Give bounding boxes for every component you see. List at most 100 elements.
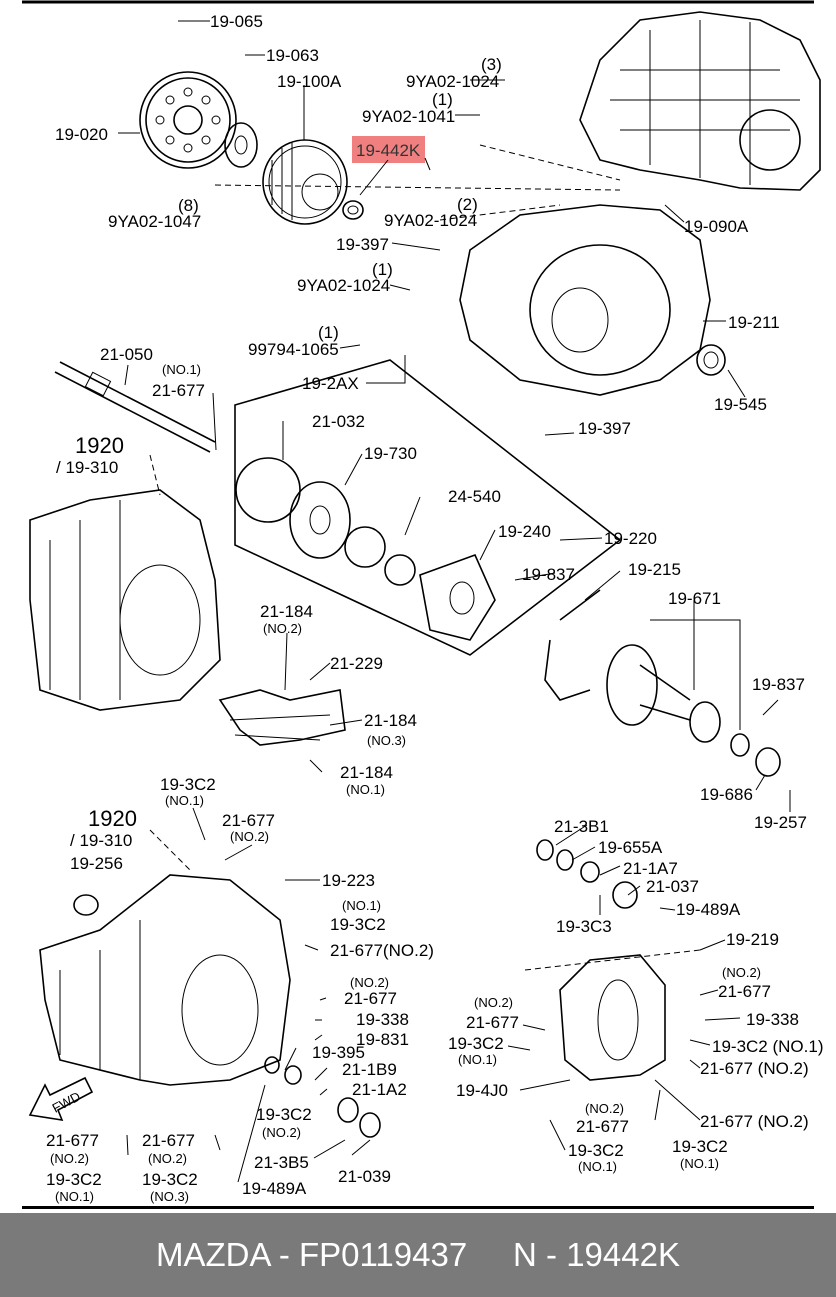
label: 19-397 (578, 419, 631, 438)
label: 21-050 (100, 345, 153, 364)
label: 21-677 (576, 1117, 629, 1136)
label: 19-3C2 (672, 1137, 728, 1156)
label: 19-831 (356, 1030, 409, 1049)
label: 9YA02-1024 (297, 276, 390, 295)
flywheel-drawing (139, 71, 237, 169)
label: 21-677 (344, 989, 397, 1008)
label: 19-395 (312, 1043, 365, 1062)
label: 19-837 (522, 565, 575, 584)
label: 9YA02-1041 (362, 107, 455, 126)
label: 21-3B1 (554, 817, 609, 836)
label: 21-677 (718, 982, 771, 1001)
label: (NO.1) (342, 898, 381, 913)
label: 19-215 (628, 560, 681, 579)
label: (1) (318, 323, 339, 342)
part-labels: 19-065 19-063 19-020 19-100A (3) 9YA02-1… (46, 12, 823, 1204)
label: 21-3B5 (254, 1153, 309, 1172)
label: 19-3C2 (142, 1170, 198, 1189)
label: 19-256 (70, 854, 123, 873)
label: 19-3C2 (160, 775, 216, 794)
highlight-box (352, 136, 425, 163)
label: 19-489A (676, 900, 741, 919)
label: 19-240 (498, 522, 551, 541)
label: (8) (178, 196, 199, 215)
label: 24-540 (448, 487, 501, 506)
label: (NO.2) (50, 1151, 89, 1166)
gear-assembly-drawing (544, 589, 781, 777)
label: 19-090A (684, 217, 749, 236)
shaft-drawing (54, 361, 216, 453)
label: (NO.2) (263, 621, 302, 636)
label: 19-223 (322, 871, 375, 890)
label: (NO.1) (680, 1156, 719, 1171)
parts-diagram: 19-065 19-063 19-020 19-100A (3) 9YA02-1… (22, 0, 823, 1204)
label: 21-677(NO.2) (330, 941, 434, 960)
label: (NO.3) (367, 733, 406, 748)
label: (3) (481, 55, 502, 74)
seal-drawing (342, 200, 364, 220)
label: 19-3C2 (330, 915, 386, 934)
label: 19-397 (336, 235, 389, 254)
highlighted-part-label: 19-442K (356, 141, 421, 160)
label: (NO.2) (474, 995, 513, 1010)
label: 19-065 (210, 12, 263, 31)
pump-assembly-box (234, 359, 622, 656)
label: (NO.2) (350, 975, 389, 990)
label: 21-677 (222, 811, 275, 830)
label: 19-063 (266, 46, 319, 65)
label: 19-220 (604, 529, 657, 548)
label: 19-338 (746, 1010, 799, 1029)
label: 19-730 (364, 444, 417, 463)
label: 19-671 (668, 589, 721, 608)
label: (NO.1) (346, 782, 385, 797)
label: 21-677 (466, 1013, 519, 1032)
label: 21-677 (152, 381, 205, 400)
label: 19-545 (714, 395, 767, 414)
label: 19-3C2 (568, 1141, 624, 1160)
label: (NO.1) (578, 1159, 617, 1174)
label: 21-184 (260, 602, 313, 621)
footer-divider (22, 1206, 814, 1209)
label: 19-219 (726, 930, 779, 949)
label: 21-1B9 (342, 1060, 397, 1079)
label: 21-677 (142, 1131, 195, 1150)
label: (NO.2) (148, 1151, 187, 1166)
label: 21-037 (646, 877, 699, 896)
label: 21-039 (338, 1167, 391, 1186)
label: 19-655A (598, 838, 663, 857)
label: / 19-310 (56, 458, 118, 477)
label: 21-032 (312, 412, 365, 431)
label: 19-100A (277, 72, 342, 91)
label: 21-677 (NO.2) (700, 1112, 809, 1131)
label: (2) (457, 195, 478, 214)
torque-converter-drawing (262, 139, 348, 225)
label: 19-211 (728, 313, 780, 332)
label: 1920 (75, 433, 124, 458)
label: 19-3C2 (448, 1034, 504, 1053)
label: (NO.2) (585, 1101, 624, 1116)
label: (1) (372, 260, 393, 279)
label: 19-489A (242, 1179, 307, 1198)
label: (NO.3) (150, 1189, 189, 1204)
label: (NO.2) (262, 1125, 301, 1140)
label: 21-677 (NO.2) (700, 1059, 809, 1078)
footer-caption: MAZDA - FP0119437 N - 19442K (156, 1236, 680, 1273)
housing-seal-drawing (696, 344, 726, 376)
label: 19-3C2 (NO.1) (712, 1037, 823, 1056)
label: 1920 (88, 806, 137, 831)
label: 21-229 (330, 654, 383, 673)
label: (NO.2) (722, 965, 761, 980)
label: (NO.2) (230, 829, 269, 844)
label: (NO.1) (458, 1052, 497, 1067)
label: 99794-1065 (248, 340, 339, 359)
label: 21-1A7 (623, 859, 678, 878)
label: 19-3C3 (556, 917, 612, 936)
case-upper-drawing (29, 489, 221, 711)
label: 21-1A2 (352, 1080, 407, 1099)
label: 21-677 (46, 1131, 99, 1150)
label: 9YA02-1047 (108, 212, 201, 231)
converter-housing-drawing (459, 204, 711, 396)
label: (NO.1) (165, 793, 204, 808)
label: (NO.1) (55, 1189, 94, 1204)
case-lower-drawing (39, 874, 291, 1086)
